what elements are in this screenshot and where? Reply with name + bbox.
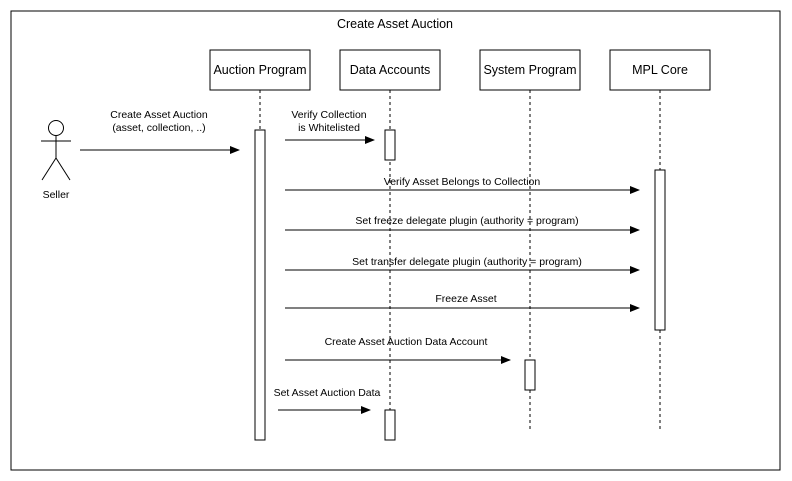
participant-box bbox=[479, 49, 581, 91]
participant-label: Auction Program bbox=[213, 63, 306, 77]
participant-box bbox=[209, 49, 311, 91]
activation-data-accounts-verify bbox=[384, 129, 396, 161]
message-set-transfer-delegate: Set transfer delegate plugin (authority … bbox=[285, 256, 640, 274]
seller-label: Seller bbox=[43, 189, 70, 201]
message-label: Set Asset Auction Data bbox=[274, 387, 381, 399]
message-label-line-1: Create Asset Auction bbox=[110, 109, 208, 121]
participant-label: Data Accounts bbox=[350, 63, 431, 77]
activation-mpl-core bbox=[654, 169, 666, 331]
activation-auction-program bbox=[254, 129, 266, 441]
message-label-line-2: (asset, collection, ..) bbox=[112, 122, 205, 134]
message-label-line-2: is Whitelisted bbox=[298, 122, 360, 134]
message-create-asset-auction: Create Asset Auction (asset, collection,… bbox=[80, 109, 240, 154]
message-freeze-asset: Freeze Asset bbox=[285, 293, 640, 312]
message-create-data-account: Create Asset Auction Data Account bbox=[285, 336, 511, 364]
message-label: Set freeze delegate plugin (authority = … bbox=[355, 215, 578, 227]
message-label: Set transfer delegate plugin (authority … bbox=[352, 256, 582, 268]
message-verify-asset: Verify Asset Belongs to Collection bbox=[285, 176, 640, 194]
message-label: Create Asset Auction Data Account bbox=[325, 336, 488, 348]
participant-system-program: System Program bbox=[479, 49, 581, 91]
participant-auction-program: Auction Program bbox=[209, 49, 311, 91]
message-label: Freeze Asset bbox=[435, 293, 496, 305]
seller-actor: Seller bbox=[41, 120, 71, 201]
message-set-auction-data: Set Asset Auction Data bbox=[274, 387, 381, 414]
participant-label: System Program bbox=[483, 63, 576, 77]
message-verify-collection: Verify Collection is Whitelisted bbox=[285, 109, 375, 144]
seller-left-leg bbox=[41, 157, 57, 181]
diagram-title: Create Asset Auction bbox=[337, 17, 453, 31]
seller-head bbox=[48, 120, 64, 136]
participant-mpl-core: MPL Core bbox=[609, 49, 711, 91]
participant-data-accounts: Data Accounts bbox=[339, 49, 441, 91]
message-set-freeze-delegate: Set freeze delegate plugin (authority = … bbox=[285, 215, 640, 234]
seller-right-leg bbox=[55, 157, 71, 181]
activation-data-accounts-set bbox=[384, 409, 396, 441]
message-label-line-1: Verify Collection bbox=[291, 109, 366, 121]
message-label: Verify Asset Belongs to Collection bbox=[384, 176, 541, 188]
participant-label: MPL Core bbox=[632, 63, 688, 77]
activation-system-program bbox=[524, 359, 536, 391]
